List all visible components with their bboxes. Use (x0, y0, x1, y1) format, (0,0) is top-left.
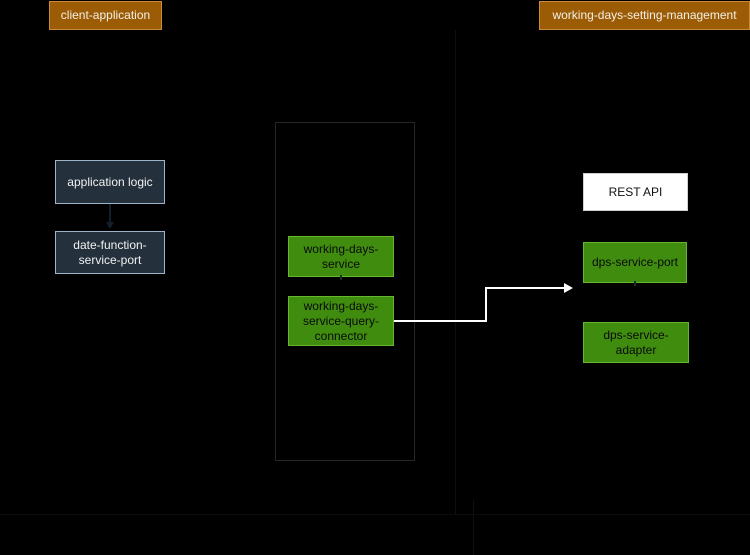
column-divider-left (455, 30, 456, 515)
node-date-function-service-port[interactable]: date-function-service-port (55, 231, 165, 274)
edge-query-connector-to-dps-service-port-segment-horizontal-1 (394, 320, 486, 322)
edge-query-connector-to-dps-service-port-arrowhead (564, 283, 573, 293)
node-working-days-service-query-connector[interactable]: working-days-service-query-connector (288, 296, 394, 346)
context-label-client-application[interactable]: client-application (49, 1, 162, 30)
node-rest-api[interactable]: REST API (583, 173, 688, 211)
node-working-days-service[interactable]: working-days-service (288, 236, 394, 277)
stub-working-days-service (340, 275, 342, 280)
footer-divider (0, 514, 750, 515)
edge-query-connector-to-dps-service-port-segment-horizontal-2 (485, 287, 565, 289)
edge-query-connector-to-dps-service-port-segment-vertical (485, 287, 487, 322)
column-divider-right (473, 500, 474, 555)
node-dps-service-port[interactable]: dps-service-port (583, 242, 687, 283)
group-working-days-service-container (275, 122, 415, 461)
stub-dps-service-port (634, 281, 636, 286)
edge-application-logic-to-date-function-service-port-arrowhead (106, 222, 114, 229)
context-label-working-days-setting-management[interactable]: working-days-setting-management (539, 1, 750, 30)
node-application-logic[interactable]: application logic (55, 160, 165, 204)
node-dps-service-adapter[interactable]: dps-service-adapter (583, 322, 689, 363)
edge-application-logic-to-date-function-service-port-line (109, 204, 111, 226)
